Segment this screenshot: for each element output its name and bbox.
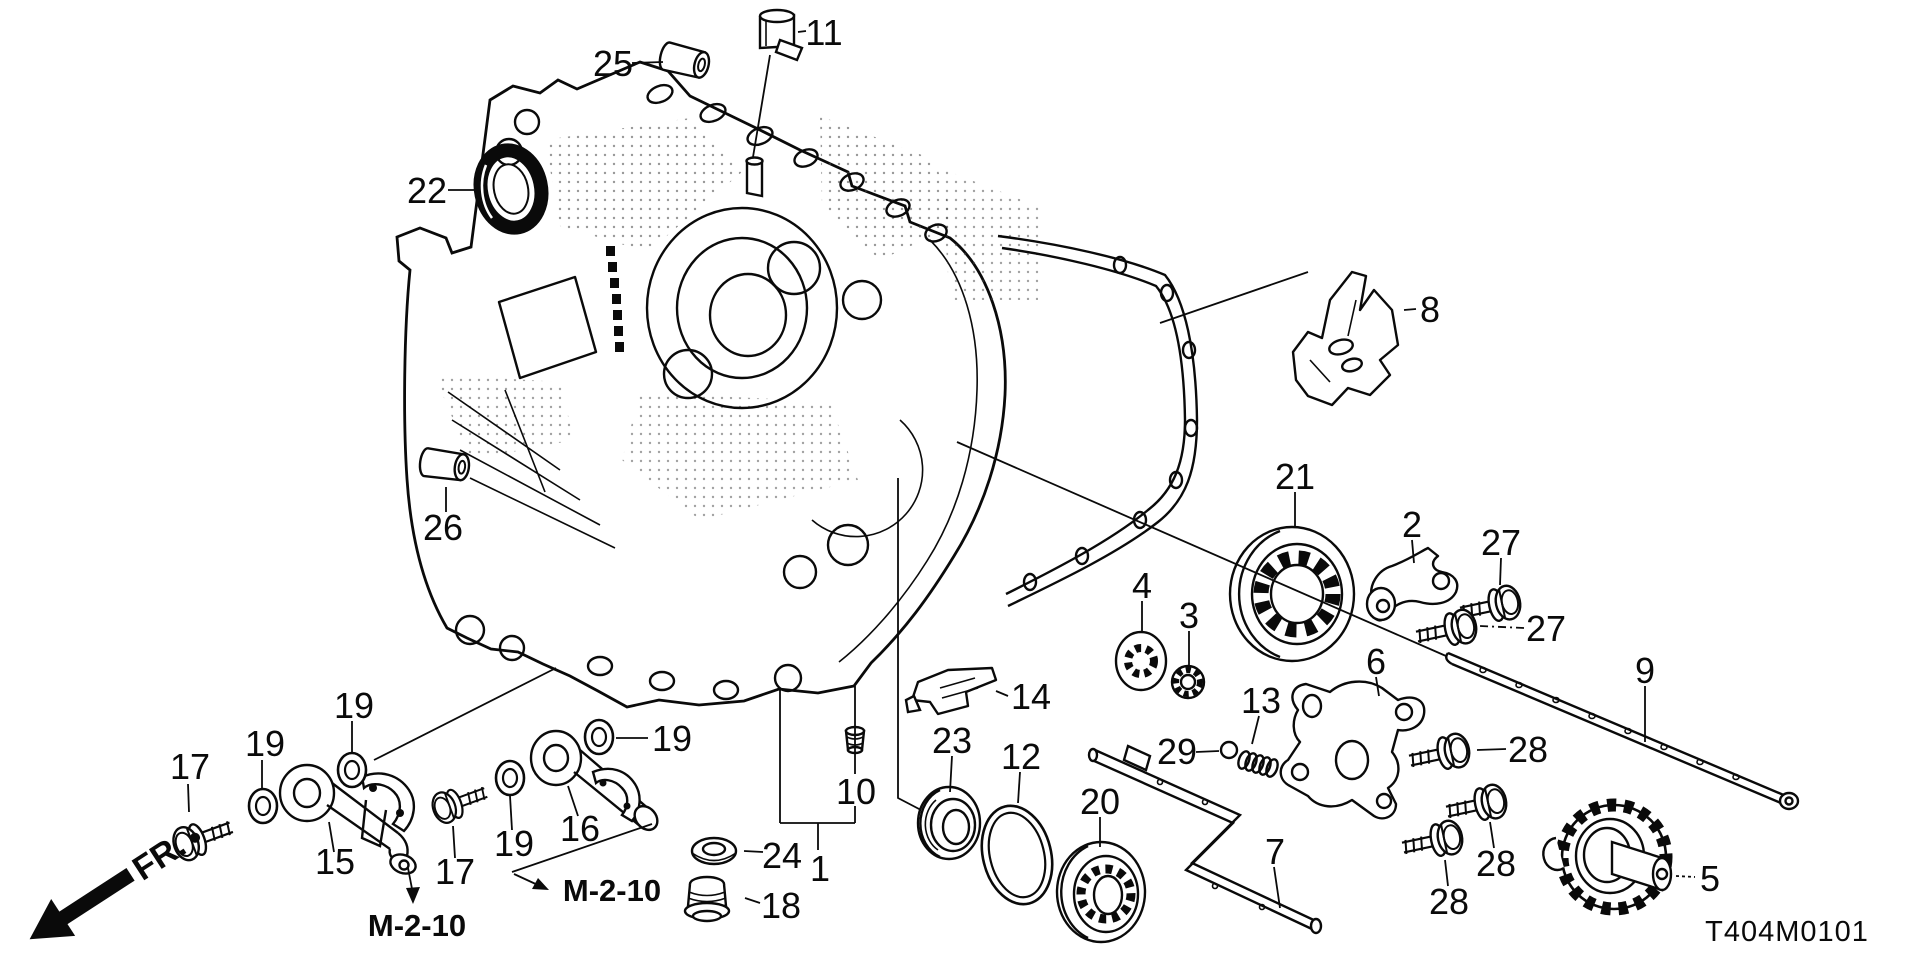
lock-nut-3 — [1170, 664, 1206, 700]
callout-5: 5 — [1700, 858, 1720, 899]
callout-1: 1 — [810, 848, 830, 889]
reverse-idler-gear-5 — [1542, 798, 1673, 916]
callout-23: 23 — [932, 720, 972, 761]
callout-25: 25 — [593, 43, 633, 84]
spring-13 — [1237, 750, 1279, 778]
bolt-strip — [606, 246, 624, 352]
callout-14: 14 — [1011, 676, 1051, 717]
callout-16: 16 — [560, 808, 600, 849]
harness-clamp-14 — [904, 666, 998, 716]
reference-pointer-lines — [406, 823, 653, 904]
o-ring-12 — [980, 804, 1054, 906]
bolt-28-a — [1405, 730, 1474, 779]
callout-21: 21 — [1275, 456, 1315, 497]
callout-26: 26 — [423, 507, 463, 548]
pin-seat — [745, 156, 764, 198]
callout-3: 3 — [1179, 595, 1199, 636]
callout-20: 20 — [1080, 781, 1120, 822]
callout-18: 18 — [761, 885, 801, 926]
callout-19c: 19 — [494, 823, 534, 864]
callout-27b: 27 — [1526, 608, 1566, 649]
callout-13: 13 — [1241, 680, 1281, 721]
leader-lines — [187, 30, 1696, 909]
washer-19-d — [583, 718, 615, 756]
callout-7: 7 — [1265, 831, 1285, 872]
roller-bearing-20 — [1055, 840, 1147, 944]
callout-10: 10 — [836, 771, 876, 812]
callout-19b: 19 — [334, 685, 374, 726]
case-gasket — [997, 234, 1199, 608]
diagram-code: T404M0101 — [1705, 916, 1869, 948]
callout-29: 29 — [1157, 731, 1197, 772]
sealing-washer-24 — [690, 836, 738, 866]
callout-4: 4 — [1132, 565, 1152, 606]
callout-28b: 28 — [1476, 843, 1516, 884]
callout-19d: 19 — [652, 718, 692, 759]
flange-holes — [454, 83, 948, 701]
callouts: 22 25 11 26 8 21 2 27 27 6 13 29 4 3 14 … — [170, 12, 1869, 948]
clutch-case-housing — [395, 60, 1040, 709]
oil-seal-22 — [473, 143, 549, 235]
callout-27a: 27 — [1481, 522, 1521, 563]
clip-bracket-8 — [1291, 270, 1400, 407]
oil-pipe-15 — [278, 763, 417, 875]
sensor-11 — [758, 8, 804, 62]
washer-19-a — [247, 787, 279, 825]
callout-24: 24 — [762, 835, 802, 876]
reference-m-2-10-first: M-2-10 — [368, 908, 466, 943]
shift-rod-9 — [1445, 651, 1800, 811]
callout-19a: 19 — [245, 723, 285, 764]
callout-11: 11 — [805, 12, 842, 53]
steel-ball-29 — [1219, 740, 1239, 760]
callout-6: 6 — [1366, 641, 1386, 682]
callout-15: 15 — [315, 841, 355, 882]
callout-9: 9 — [1635, 650, 1655, 691]
interlock-rod-7 — [1087, 744, 1323, 935]
callout-2: 2 — [1402, 504, 1422, 545]
oil-guide-plate-6 — [1279, 680, 1426, 820]
callout-22: 22 — [407, 170, 447, 211]
reference-m-2-10-second: M-2-10 — [563, 873, 661, 908]
pump-rotor-4 — [1114, 630, 1168, 692]
needle-bearing-21 — [1228, 525, 1356, 663]
callout-28a: 28 — [1508, 729, 1548, 770]
bolt-17-b — [427, 776, 493, 828]
callout-17b: 17 — [435, 851, 475, 892]
callout-8: 8 — [1420, 289, 1440, 330]
bolt-28-c — [1398, 817, 1467, 866]
callout-17a: 17 — [170, 746, 210, 787]
reverse-arm-2 — [1365, 546, 1459, 622]
callout-12: 12 — [1001, 736, 1041, 777]
drain-plug-18 — [683, 875, 731, 923]
washer-19-c — [494, 759, 526, 797]
ball-bearing-23 — [916, 785, 982, 861]
callout-28c: 28 — [1429, 881, 1469, 922]
washer-19-b — [336, 751, 368, 789]
oil-pipe-16 — [529, 729, 659, 832]
